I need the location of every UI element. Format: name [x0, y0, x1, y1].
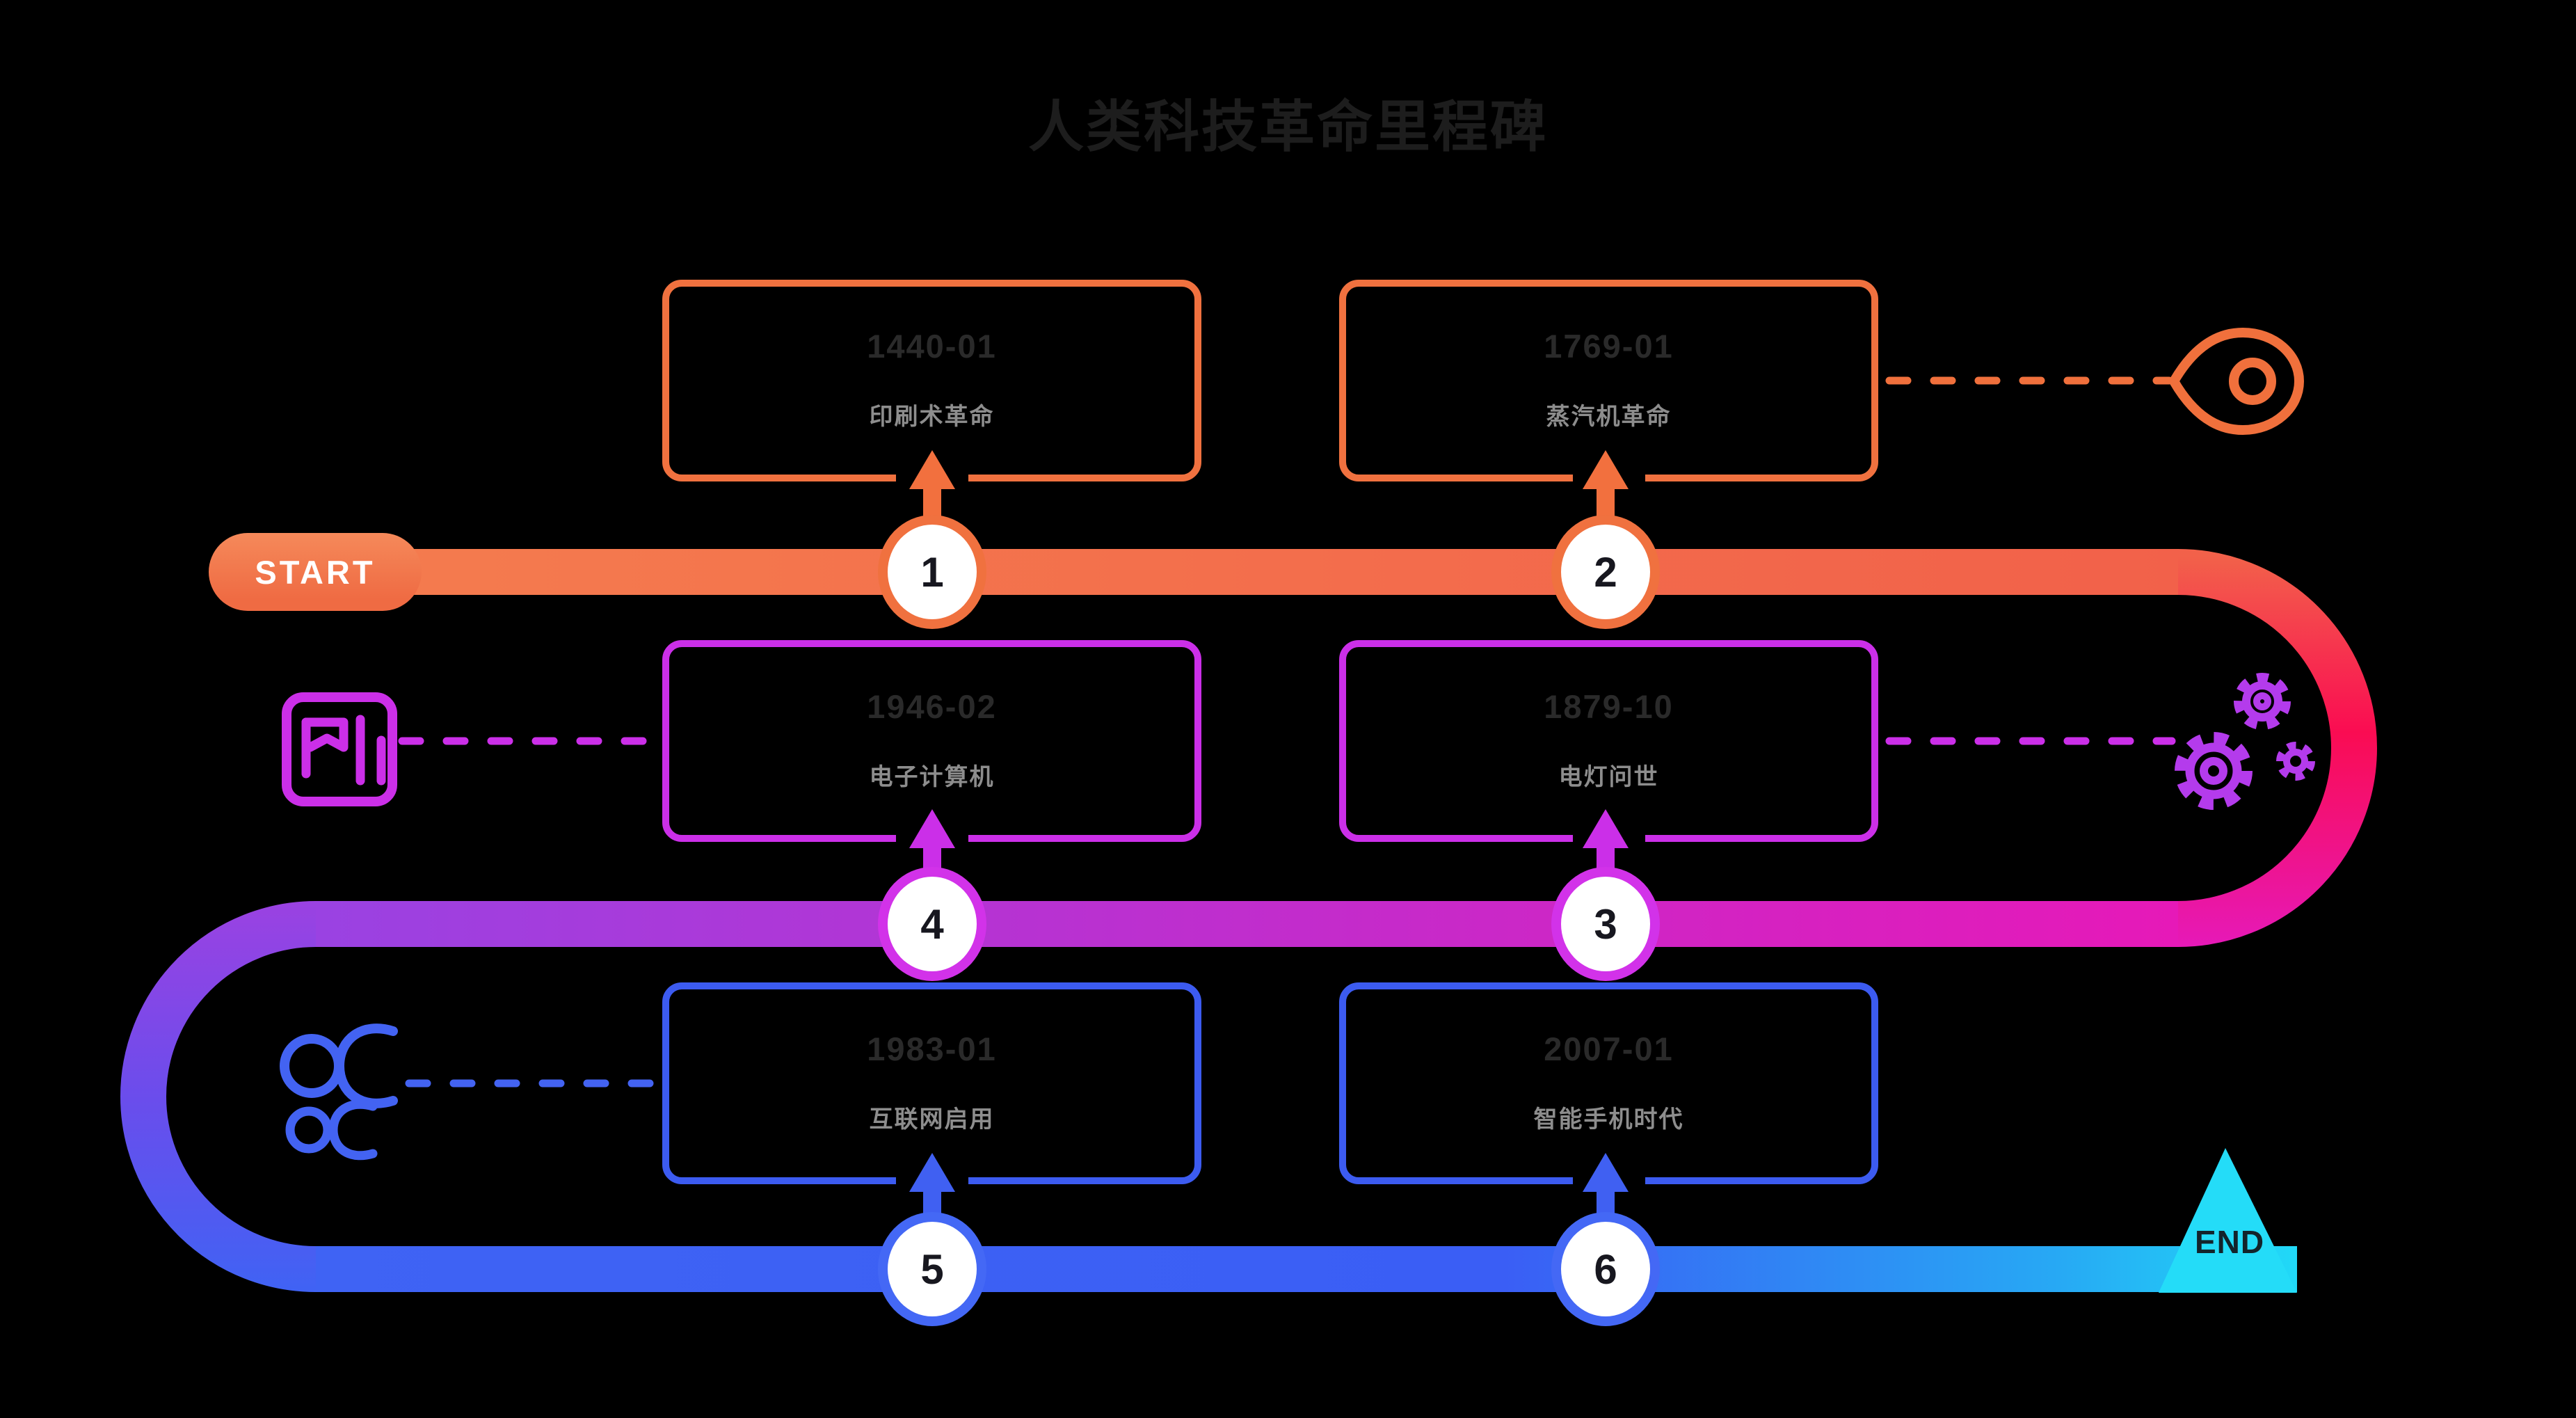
milestone-label: 蒸汽机革命 — [1546, 404, 1672, 430]
arrow-head — [1583, 1153, 1629, 1192]
timeline-node-5: 5 — [878, 1212, 986, 1326]
milestone-card-internet: 1983-01 互联网启用 — [662, 982, 1201, 1186]
timeline-node-2: 2 — [1551, 515, 1660, 629]
milestone-date: 1983-01 — [867, 1030, 997, 1067]
node-number: 5 — [920, 1245, 944, 1293]
certificate-flag-icon — [282, 692, 397, 806]
timeline-track — [120, 549, 2377, 1292]
arrow-up-node6 — [1583, 1153, 1629, 1220]
node-number: 1 — [920, 548, 944, 596]
timeline-node-6: 6 — [1551, 1212, 1660, 1326]
location-pin-icon — [2169, 328, 2304, 435]
milestone-card-light: 1879-10 电灯问世 — [1339, 640, 1878, 843]
node-number: 2 — [1594, 548, 1617, 596]
track-row2 — [316, 901, 2178, 947]
timeline-node-3: 3 — [1551, 867, 1660, 981]
people-alpha-icon — [280, 1023, 398, 1161]
end-label: END — [2194, 1224, 2265, 1260]
arrow-up-node1 — [909, 450, 955, 524]
start-badge: START — [209, 533, 422, 611]
page-title: 人类科技革命里程碑 — [1028, 96, 1548, 158]
dashed-connectors — [398, 376, 2176, 1088]
gears-icon — [2175, 673, 2315, 810]
arrow-up-node4 — [909, 809, 955, 879]
timeline-node-4: 4 — [878, 867, 986, 981]
arrow-up-node2 — [1583, 450, 1629, 524]
milestone-label: 互联网启用 — [869, 1106, 995, 1133]
arrow-head — [909, 809, 955, 848]
milestone-date: 1946-02 — [867, 688, 997, 725]
milestone-date: 1440-01 — [867, 328, 997, 365]
track-row3 — [316, 1246, 2297, 1292]
milestone-label: 电灯问世 — [1558, 764, 1659, 790]
end-triangle — [2159, 1148, 2297, 1293]
milestone-date: 1769-01 — [1544, 328, 1674, 365]
arrow-up-node5 — [909, 1153, 955, 1220]
track-left-turn — [120, 901, 317, 1292]
milestone-label: 电子计算机 — [869, 764, 995, 790]
node-number: 3 — [1594, 900, 1617, 948]
timeline-node-1: 1 — [878, 515, 986, 629]
arrow-head — [1583, 450, 1629, 489]
arrow-head — [1583, 809, 1629, 848]
arrow-head — [909, 1153, 955, 1192]
track-row1 — [390, 549, 2178, 595]
node-number: 6 — [1594, 1245, 1617, 1293]
milestone-date: 2007-01 — [1544, 1030, 1674, 1067]
milestone-date: 1879-10 — [1544, 688, 1674, 725]
milestone-label: 智能手机时代 — [1533, 1106, 1684, 1133]
milestone-card-computer: 1946-02 电子计算机 — [662, 640, 1201, 843]
track-right-turn — [2177, 549, 2377, 947]
arrow-head — [909, 450, 955, 489]
milestone-label: 印刷术革命 — [869, 404, 995, 430]
node-number: 4 — [920, 900, 944, 948]
